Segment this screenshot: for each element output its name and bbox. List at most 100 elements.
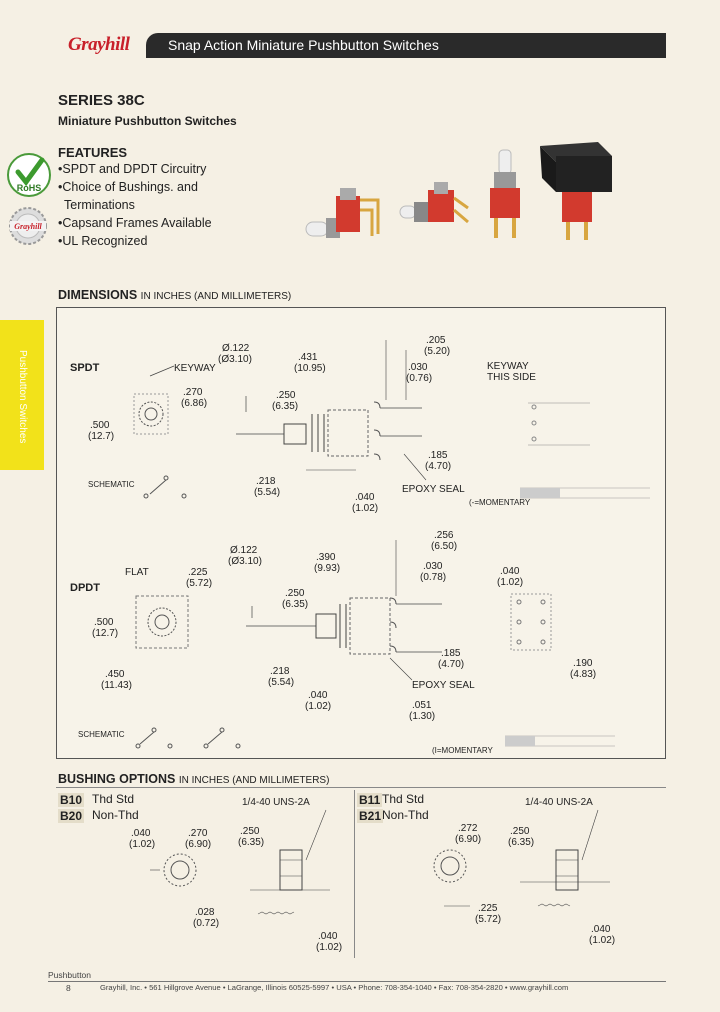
product-photo-capped — [540, 142, 612, 240]
dpdt-front-view — [135, 595, 189, 649]
section-tab-label: Pushbutton Switches — [17, 350, 28, 444]
spdt-momentary-note: (-=MOMENTARY — [469, 498, 531, 507]
bushing-dim: (0.72) — [193, 918, 220, 929]
bushing-dim: .270 — [188, 828, 208, 839]
spdt-dim: .250 — [276, 390, 296, 401]
product-photo-vertical — [490, 149, 520, 238]
dpdt-schematic-diagram — [135, 727, 241, 749]
spdt-dim: (4.70) — [425, 461, 452, 472]
bushing-dim: .250 — [240, 826, 260, 837]
bushing-dim: (1.02) — [589, 935, 616, 946]
bushing-dim: .040 — [591, 924, 611, 935]
bushing-b11-drawing — [433, 809, 610, 907]
dimensions-panel — [56, 307, 666, 759]
svg-text:RoHS: RoHS — [17, 183, 42, 193]
bushing-divider — [56, 787, 666, 788]
dpdt-momentary-note: (I=MOMENTARY — [432, 746, 493, 755]
bushing-dim: (6.35) — [238, 837, 265, 848]
bushing-code: B11 — [357, 793, 383, 807]
dpdt-dim: (0.78) — [420, 572, 447, 583]
feature-item: •SPDT and DPDT Circuitry — [58, 162, 207, 176]
spdt-dim: (6.35) — [272, 401, 299, 412]
dpdt-dim: (4.83) — [570, 669, 597, 680]
dpdt-dim: (5.72) — [186, 578, 213, 589]
spdt-side-view — [236, 340, 427, 481]
dpdt-dim: .218 — [270, 666, 290, 677]
spdt-dim: (6.86) — [181, 398, 208, 409]
dpdt-dim: .250 — [285, 588, 305, 599]
bushing-dim: (5.72) — [475, 914, 502, 925]
spdt-label: SPDT — [70, 362, 100, 374]
spdt-dim: .218 — [256, 476, 276, 487]
dpdt-dim: (1.02) — [497, 577, 524, 588]
bushing-desc: Thd Std — [92, 792, 135, 806]
features-heading: FEATURES — [58, 145, 128, 160]
spdt-dim: Ø.122 — [222, 343, 250, 354]
bushing-code: B21 — [357, 809, 384, 823]
dpdt-dim: (1.30) — [409, 711, 436, 722]
dpdt-schematic-label: SCHEMATIC — [78, 730, 125, 739]
bushing-code: B20 — [58, 809, 85, 823]
dpdt-dim: (12.7) — [92, 628, 119, 639]
spdt-schematic-label: SCHEMATIC — [88, 480, 135, 489]
dpdt-dim: .256 — [434, 530, 454, 541]
dpdt-dim: .051 — [412, 700, 432, 711]
dpdt-circuit-table — [505, 735, 615, 747]
rohs-badge-icon: RoHS — [7, 153, 51, 197]
spdt-dim: .431 — [298, 352, 318, 363]
page-title-bar: Snap Action Miniature Pushbutton Switche… — [146, 33, 666, 58]
grayhill-logo: Grayhill — [68, 34, 130, 55]
dpdt-dim: .190 — [573, 658, 593, 669]
dpdt-dim: .225 — [188, 567, 208, 578]
product-photo-horizontal — [399, 182, 469, 224]
spdt-dim: (10.95) — [294, 363, 326, 374]
bushing-heading: BUSHING OPTIONS IN INCHES (AND MILLIMETE… — [58, 772, 330, 786]
spdt-dim: .185 — [428, 450, 448, 461]
dpdt-label: DPDT — [70, 582, 100, 594]
spdt-dim: (0.76) — [406, 373, 433, 384]
spdt-epoxy-label: EPOXY SEAL — [402, 484, 465, 495]
bushing-column-divider — [354, 790, 355, 958]
feature-item: •UL Recognized — [58, 234, 148, 248]
dpdt-dim: .040 — [308, 690, 328, 701]
spdt-dim: (1.02) — [352, 503, 379, 514]
bushing-desc: Non-Thd — [92, 808, 139, 822]
spdt-dim: (Ø3.10) — [218, 354, 252, 365]
dpdt-dim: .390 — [316, 552, 336, 563]
bushing-dim: .272 — [458, 823, 478, 834]
bushing-b10-drawing — [150, 809, 330, 915]
dpdt-dim: Ø.122 — [230, 545, 258, 556]
dpdt-pcb-layout — [510, 593, 552, 651]
bushing-dim: .028 — [195, 907, 215, 918]
bushing-dim: .250 — [510, 826, 530, 837]
dpdt-dim: (6.35) — [282, 599, 309, 610]
spdt-dim: .040 — [355, 492, 375, 503]
bushing-code: B10 — [58, 793, 85, 807]
dpdt-dim: (5.54) — [268, 677, 295, 688]
dpdt-side-view — [246, 540, 442, 681]
dpdt-dim: (11.43) — [101, 680, 132, 691]
spdt-dim: .500 — [90, 420, 110, 431]
feature-item: •Capsand Frames Available — [58, 216, 212, 230]
bushing-dim: (1.02) — [129, 839, 156, 850]
grayhill-seal-icon: Grayhill — [9, 207, 47, 245]
spdt-dim: .205 — [426, 335, 446, 346]
feature-item: Terminations — [64, 198, 135, 212]
dpdt-dim: .450 — [105, 669, 125, 680]
spdt-front-view — [133, 365, 175, 435]
dpdt-dim: (1.02) — [305, 701, 332, 712]
svg-text:Grayhill: Grayhill — [14, 222, 42, 231]
dpdt-dim: (6.50) — [431, 541, 458, 552]
bushing-dim: (6.35) — [508, 837, 535, 848]
spdt-circuit-table — [520, 487, 650, 499]
spdt-keyway-label: KEYWAY — [174, 363, 216, 374]
dpdt-dim: (Ø3.10) — [228, 556, 262, 567]
feature-item: •Choice of Bushings. and — [58, 180, 198, 194]
series-subtitle: Miniature Pushbutton Switches — [58, 114, 237, 128]
bushing-dim: (6.90) — [455, 834, 482, 845]
dpdt-dim: .500 — [94, 617, 114, 628]
spdt-dim: .270 — [183, 387, 203, 398]
spdt-dim: (12.7) — [88, 431, 115, 442]
spdt-dim: .030 — [408, 362, 428, 373]
keyway-side-label: THIS SIDE — [487, 372, 536, 383]
